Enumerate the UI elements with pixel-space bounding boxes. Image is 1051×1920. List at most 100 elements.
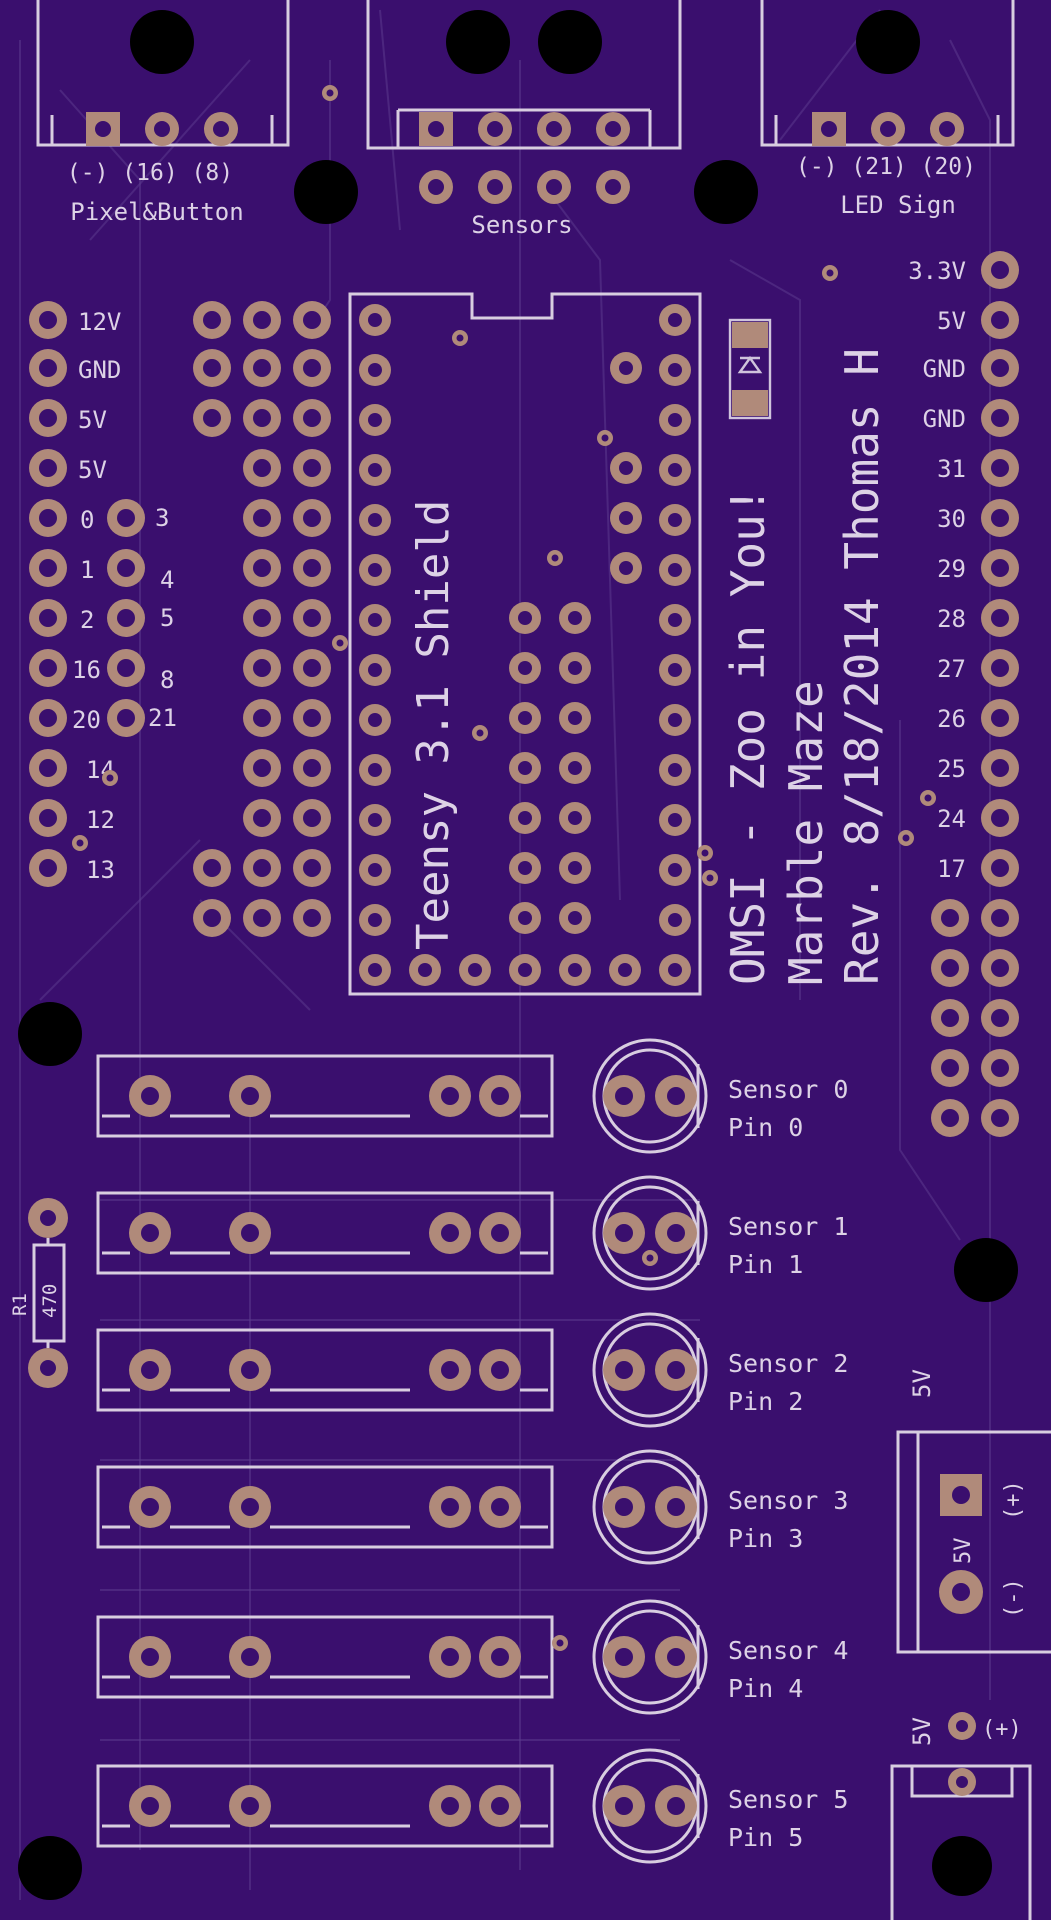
right-header-pad xyxy=(981,599,1019,637)
left-header-label: 1 xyxy=(80,556,94,584)
pixel-button-label: Pixel&Button xyxy=(70,198,243,226)
teensy-bottom-pad xyxy=(459,954,491,986)
right-extra-pad xyxy=(931,1049,969,1087)
sensor-strip-pad xyxy=(129,1636,171,1678)
pixel-button-connector: (-) (16) (8) Pixel&Button xyxy=(36,0,290,226)
sensor-name-label: Sensor 2 xyxy=(728,1349,848,1378)
power-terminal-minus: (-) xyxy=(1001,1578,1026,1618)
right-header-pad xyxy=(981,649,1019,687)
right-header-label: 25 xyxy=(937,755,966,783)
proto-pad xyxy=(293,899,331,937)
left-header-pad xyxy=(29,549,67,587)
proto-pad xyxy=(243,699,281,737)
right-header-label: 30 xyxy=(937,505,966,533)
sensor-strip-pad xyxy=(229,1212,271,1254)
sensor-strip-pad xyxy=(429,1636,471,1678)
via xyxy=(822,265,838,281)
sensor-strip-pad xyxy=(429,1075,471,1117)
right-header-pad xyxy=(981,549,1019,587)
pixel-button-pins: (-) (16) (8) xyxy=(67,160,233,186)
right-header-pad xyxy=(981,499,1019,537)
via xyxy=(332,635,348,651)
teensy-inner-pad xyxy=(610,502,642,534)
teensy-left-pad xyxy=(359,404,391,436)
sensor-led-pad xyxy=(603,1212,645,1254)
teensy-left-pad xyxy=(359,504,391,536)
left-header-label: 12V xyxy=(78,308,121,336)
sensor-strip-pad xyxy=(429,1486,471,1528)
mid-header-label: 5 xyxy=(160,604,174,632)
teensy-left-pad xyxy=(359,604,391,636)
resistor-value: 470 xyxy=(39,1284,61,1318)
proto-pad xyxy=(293,799,331,837)
sensor-strip-pad xyxy=(479,1212,521,1254)
right-extra-pad xyxy=(981,1099,1019,1137)
right-header-label: GND xyxy=(923,355,966,383)
teensy-right-pad xyxy=(659,954,691,986)
teensy-right-pad xyxy=(659,904,691,936)
right-header-pad xyxy=(981,849,1019,887)
teensy-left-pad xyxy=(359,654,391,686)
proto-pad xyxy=(243,649,281,687)
power-terminal-label: 5V xyxy=(908,1369,936,1398)
sensor-strip-pad xyxy=(479,1486,521,1528)
proto-pad xyxy=(193,399,231,437)
teensy-left-pad xyxy=(359,754,391,786)
proto-pad xyxy=(293,649,331,687)
sensor-led-pad xyxy=(603,1486,645,1528)
proto-pad xyxy=(293,699,331,737)
mid-header-pad xyxy=(107,699,145,737)
sensor-strip-pad xyxy=(479,1349,521,1391)
via xyxy=(920,790,936,806)
teensy-right-pad xyxy=(659,804,691,836)
resistor-ref: R1 xyxy=(9,1293,31,1316)
proto-pad xyxy=(193,849,231,887)
left-header-pad xyxy=(29,599,67,637)
power-terminal-plus: (+) xyxy=(1001,1480,1026,1520)
mid-header-label: 21 xyxy=(148,704,177,732)
sensor-strip-pad xyxy=(479,1785,521,1827)
left-header-label: 16 xyxy=(72,656,101,684)
proto-pad xyxy=(193,301,231,339)
sensor-strip-pad xyxy=(129,1785,171,1827)
teensy-inner-pad xyxy=(559,902,591,934)
teensy-bottom-pad xyxy=(559,954,591,986)
title-line-3: Rev. 8/18/2014 Thomas H xyxy=(835,348,889,985)
sensor-led-pad xyxy=(603,1636,645,1678)
right-extra-pad xyxy=(981,899,1019,937)
right-header-label: 24 xyxy=(937,805,966,833)
teensy-inner-pad xyxy=(509,852,541,884)
teensy-right-pad xyxy=(659,654,691,686)
via xyxy=(452,330,468,346)
teensy-left-pad xyxy=(359,354,391,386)
sensor-strip-pad xyxy=(429,1212,471,1254)
power-terminal: 5V 5V (+) (-) xyxy=(896,1369,1051,1654)
teensy-bottom-pad xyxy=(409,954,441,986)
sensors-connector-label: Sensors xyxy=(471,211,572,239)
sensor-strip-pad xyxy=(479,1075,521,1117)
via xyxy=(697,845,713,861)
sensor-led-pad xyxy=(655,1785,697,1827)
right-header-label: 28 xyxy=(937,605,966,633)
teensy-bottom-pad xyxy=(609,954,641,986)
teensy-right-pad xyxy=(659,354,691,386)
teensy-right-pad xyxy=(659,754,691,786)
right-extra-pad xyxy=(931,899,969,937)
teensy-left-pad xyxy=(359,904,391,936)
teensy-bottom-pad xyxy=(509,954,541,986)
left-header-pad xyxy=(29,301,67,339)
board-title: OMSI - Zoo in You! Marble Maze Rev. 8/18… xyxy=(721,348,889,985)
sensor-strip-pad xyxy=(129,1486,171,1528)
left-header-label: 20 xyxy=(72,706,101,734)
prototype-pad-grid xyxy=(193,301,331,937)
sensor-name-label: Sensor 5 xyxy=(728,1785,848,1814)
teensy-inner-pad xyxy=(509,752,541,784)
right-header-label: 29 xyxy=(937,555,966,583)
sensor-strip-pad xyxy=(129,1212,171,1254)
teensy-inner-pad xyxy=(610,352,642,384)
right-extra-pad xyxy=(931,949,969,987)
